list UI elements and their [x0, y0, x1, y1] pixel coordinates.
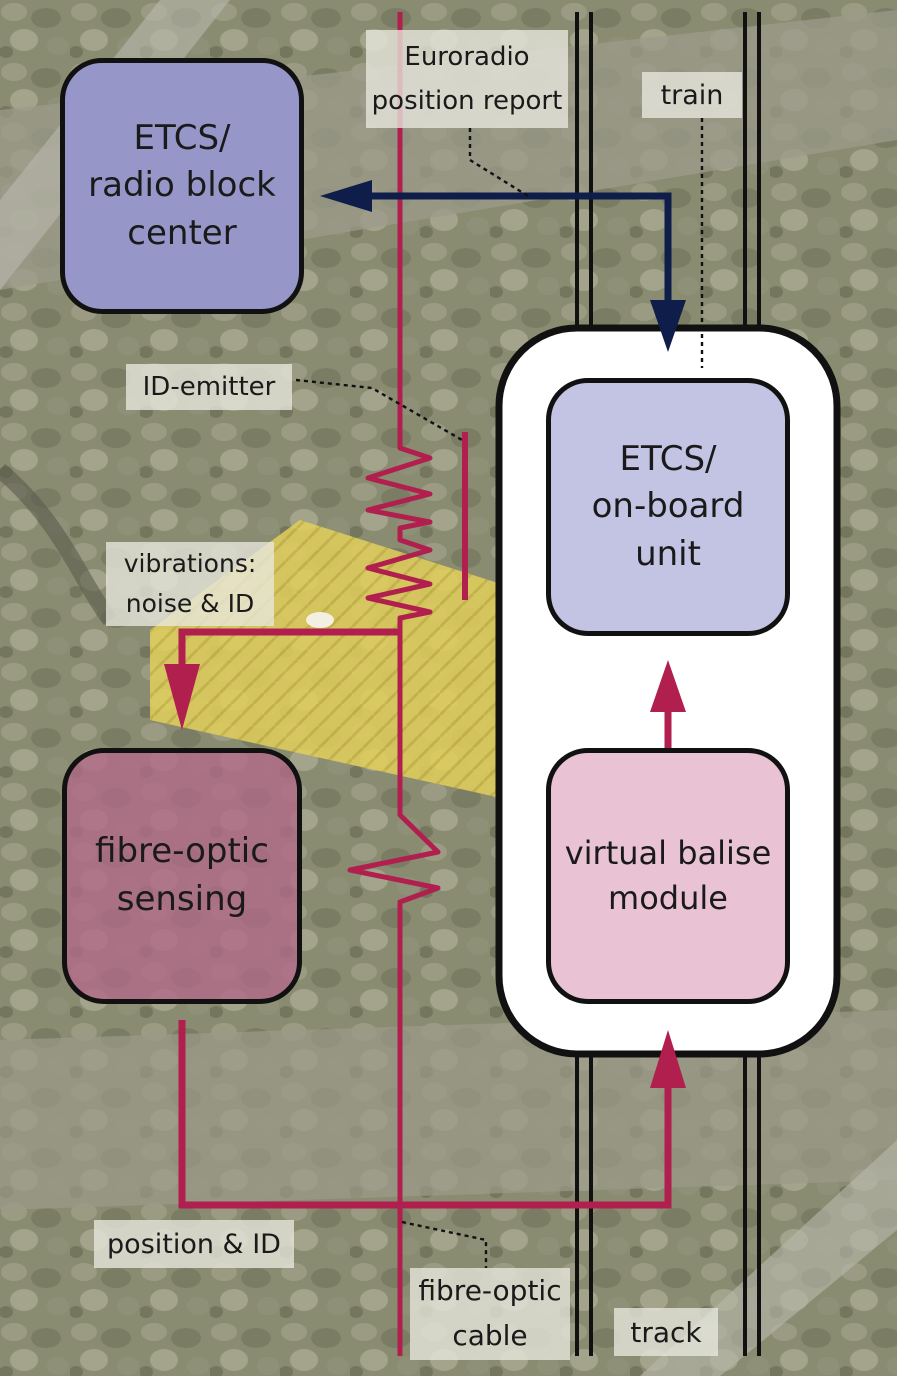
fibre-optic-cable-label: fibre-optic cable [410, 1268, 570, 1360]
euroradio-position-report-label: Euroradio position report [366, 30, 568, 128]
train-label: train [642, 72, 742, 118]
virtual-balise-module-box: virtual balise module [546, 748, 790, 1004]
fibre-optic-sensing-label: fibre-optic sensing [95, 831, 269, 919]
track-label: track [614, 1308, 718, 1356]
radio-block-center-box: ETCS/ radio block center [60, 58, 304, 314]
position-and-id-label: position & ID [94, 1220, 294, 1268]
vibration-arrowhead [164, 664, 200, 730]
radio-link-arrow-obu [650, 300, 686, 352]
position-id-line [178, 1020, 672, 1209]
virtual-balise-module-label: virtual balise module [564, 834, 772, 917]
fibre-optic-cable-line [347, 12, 441, 1356]
radio-link-arrow-rbc [320, 180, 372, 212]
position-id-arrowhead [650, 1030, 686, 1088]
id-emitter-label: ID-emitter [126, 364, 292, 410]
on-board-unit-box: ETCS/ on-board unit [546, 378, 790, 636]
on-board-unit-label: ETCS/ on-board unit [591, 438, 745, 574]
radio-link-line [360, 192, 672, 330]
vbm-to-obu-arrowhead [650, 660, 686, 712]
balise-bolt [306, 612, 334, 628]
vibration-feed-line [178, 628, 400, 718]
vibrations-label: vibrations: noise & ID [106, 542, 274, 626]
leader-lines [295, 118, 704, 1268]
radio-block-center-label: ETCS/ radio block center [88, 117, 276, 253]
fibre-optic-sensing-box: fibre-optic sensing [62, 748, 302, 1004]
cable-photo [0, 463, 117, 625]
